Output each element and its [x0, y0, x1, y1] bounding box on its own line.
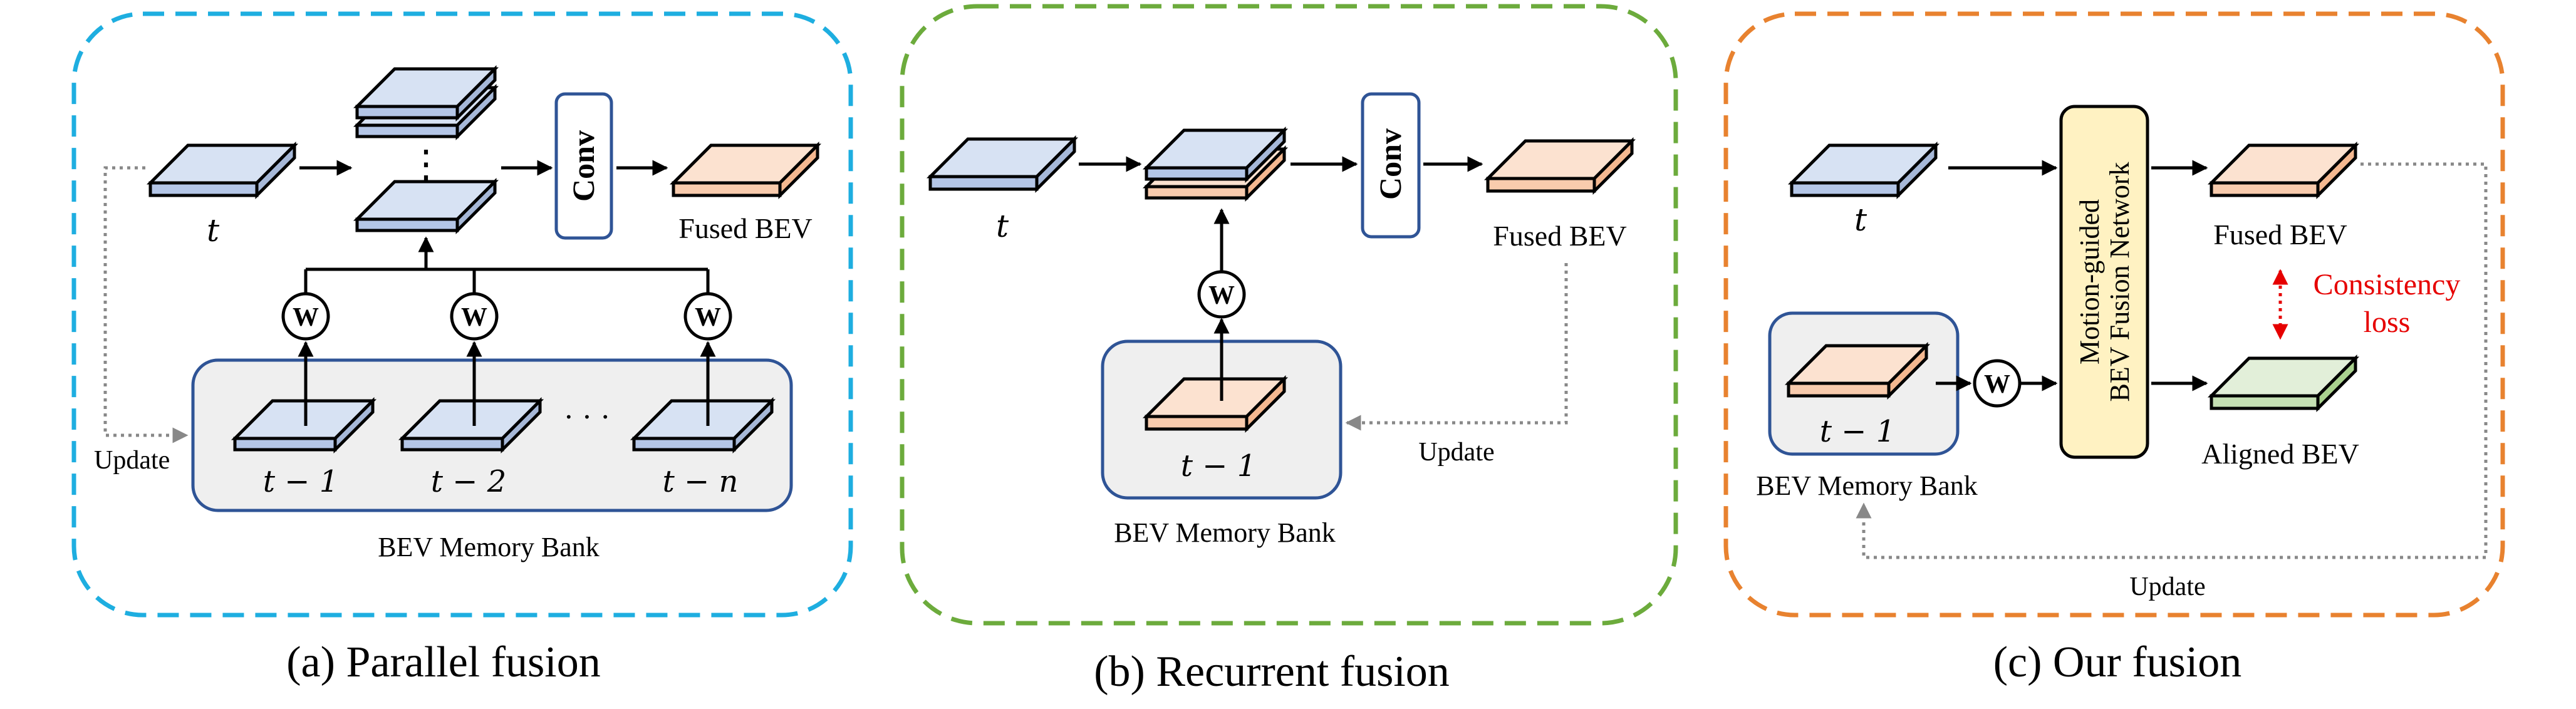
memory-label-t-n: t − n	[663, 464, 739, 499]
bank-label-a: BEV Memory Bank	[378, 532, 600, 562]
caption-a: (a) Parallel fusion	[286, 638, 600, 686]
memory-feature-n	[630, 396, 776, 454]
memory-feature-1	[231, 396, 377, 454]
fused-bev-a	[669, 141, 822, 200]
fused-bev-label-a: Fused BEV	[678, 212, 812, 244]
fused-bev-b	[1483, 137, 1636, 195]
memory-label-c: t − 1	[1820, 414, 1896, 449]
panel-a-border	[71, 11, 853, 618]
stacked-feature-maps	[353, 65, 499, 235]
weight-node-3: W	[683, 292, 732, 341]
caption-b: (b) Recurrent fusion	[1094, 648, 1450, 696]
weight-symbol: W	[1984, 370, 2010, 399]
bank-label-c: BEV Memory Bank	[1756, 470, 1978, 501]
feature-map-t-b	[926, 135, 1079, 194]
update-path-a	[103, 166, 189, 443]
panel-recurrent-fusion: t Conv Fused BEV W	[900, 4, 1678, 696]
conv-label-a: Conv	[566, 130, 601, 202]
consistency-label-line1: Consistency	[2314, 268, 2461, 301]
panel-b-border	[900, 4, 1678, 626]
bank-label-b: BEV Memory Bank	[1114, 517, 1336, 548]
weight-node-b: W	[1197, 270, 1246, 319]
update-path-b	[1345, 263, 1568, 431]
input-label-t-c: t	[1854, 202, 1867, 238]
fused-bev-c	[2207, 141, 2360, 200]
panel-parallel-fusion: t ⋮ Conv Fused BEV	[71, 11, 853, 686]
fused-bev-label-c: Fused BEV	[2213, 219, 2347, 251]
update-label-a: Update	[94, 446, 170, 475]
input-label-t: t	[207, 212, 220, 249]
caption-c: (c) Our fusion	[1993, 638, 2242, 686]
update-label-c: Update	[2129, 572, 2205, 601]
memory-feature-c	[1784, 341, 1931, 400]
memory-feature-b	[1142, 375, 1289, 433]
feature-map-t-c	[1787, 141, 1940, 200]
conv-label-b: Conv	[1373, 128, 1408, 200]
aligned-bev-label: Aligned BEV	[2201, 438, 2359, 470]
weight-node-1: W	[281, 292, 330, 341]
weight-symbol: W	[695, 303, 721, 332]
weight-symbol: W	[1208, 281, 1235, 310]
network-label-line1: Motion-guided	[2074, 199, 2105, 365]
concat-features	[1142, 126, 1289, 202]
weight-symbol: W	[293, 303, 319, 332]
memory-ellipsis: · · ·	[564, 399, 611, 434]
memory-label-t-2: t − 2	[431, 464, 507, 499]
conv-block-b	[1361, 92, 1421, 239]
consistency-label-line2: loss	[2364, 306, 2411, 339]
memory-label-b: t − 1	[1181, 448, 1257, 484]
update-label-b: Update	[1418, 438, 1494, 467]
weight-node-2: W	[450, 292, 499, 341]
panel-c-border	[1723, 11, 2505, 618]
stack-ellipsis: ⋮	[407, 143, 445, 185]
update-path-c	[1856, 162, 2488, 559]
fusion-network-block	[2059, 105, 2149, 459]
memory-label-t-1: t − 1	[263, 464, 339, 499]
conv-block-a	[554, 92, 613, 240]
memory-feature-2	[398, 396, 544, 454]
panel-our-fusion: t Motion-guided BEV Fusion Network Fused…	[1723, 11, 2505, 686]
aligned-bev	[2207, 354, 2360, 413]
input-label-t-b: t	[996, 208, 1009, 244]
weight-symbol: W	[461, 303, 487, 332]
network-label-line2: BEV Fusion Network	[2104, 162, 2135, 402]
weight-node-c: W	[1973, 359, 2022, 408]
fused-bev-label-b: Fused BEV	[1493, 220, 1626, 252]
feature-map-t	[146, 141, 299, 200]
